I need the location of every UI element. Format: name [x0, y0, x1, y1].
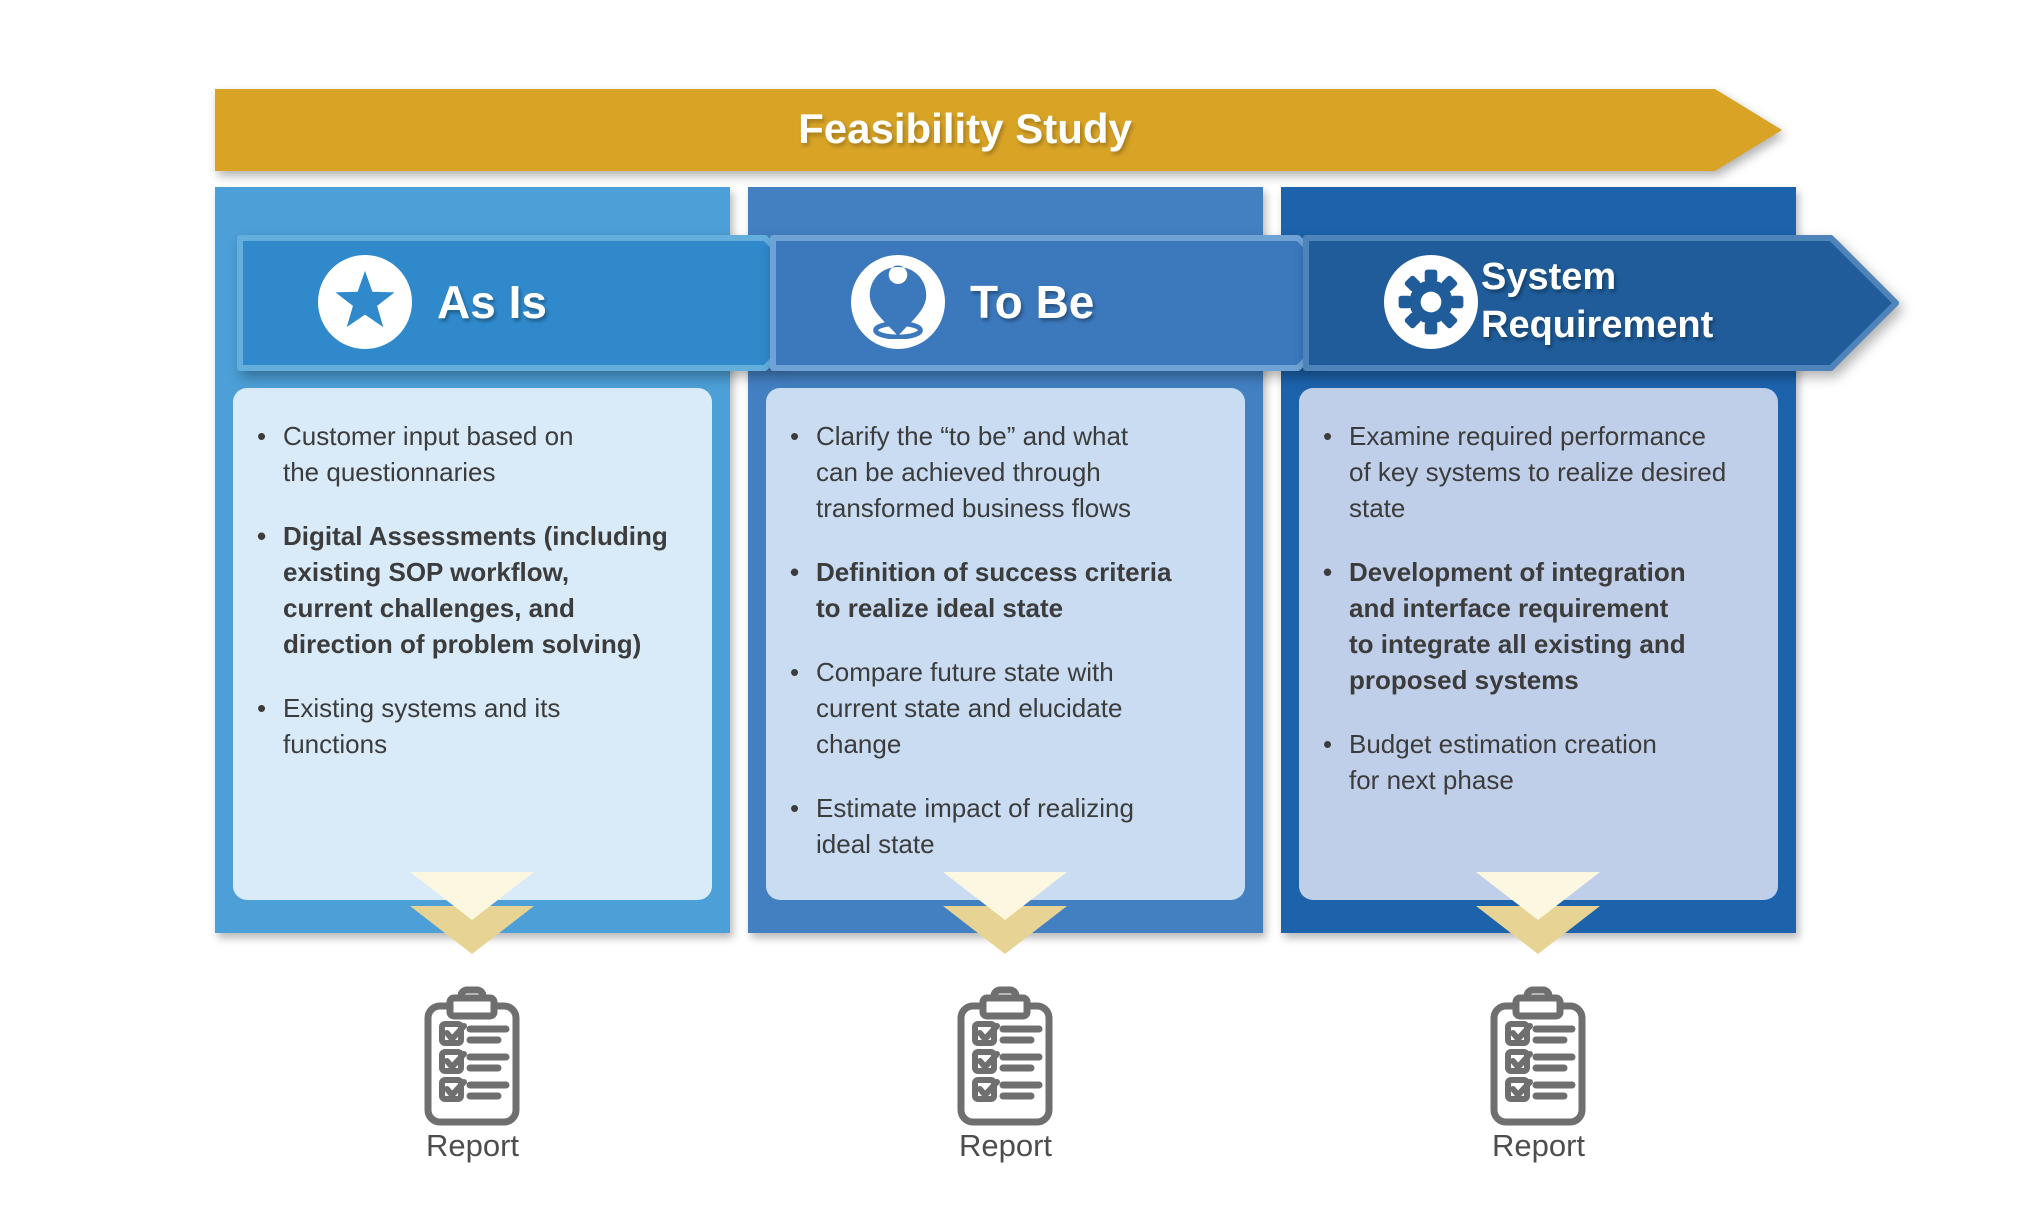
bullet-item: • Existing systems and its functions: [257, 690, 702, 762]
bullet-text: Examine required performance of key syst…: [1349, 421, 1727, 523]
bullet-item: • Clarify the “to be” and what can be ach…: [790, 418, 1235, 526]
pin-glyph: [869, 265, 927, 337]
report-clipboard-icon: [957, 986, 1053, 1126]
bullet-item: • Compare future state with current state…: [790, 654, 1235, 762]
bullet-dot: •: [790, 657, 800, 687]
to-be-content-panel: • Clarify the “to be” and what can be ach…: [766, 388, 1245, 900]
banner-title: Feasibility Study: [798, 105, 1132, 152]
to-be-bullet-list: • Clarify the “to be” and what can be ach…: [766, 388, 1245, 862]
bullet-text: Definition of success criteria to realiz…: [816, 557, 1172, 623]
bullet-item: • Examine required performance of key sys…: [1323, 418, 1768, 526]
bullet-text: Development of integration and interface…: [1349, 557, 1686, 695]
chevron-light-triangle: [410, 872, 534, 920]
system-requirement-report-label: Report: [1491, 1128, 1586, 1163]
to-be-icon-circle: [851, 255, 945, 349]
bullet-dot: •: [257, 421, 267, 451]
bullet-dot: •: [790, 421, 800, 451]
bullet-item: • Budget estimation creation for next pha…: [1323, 726, 1768, 798]
bullet-dot: •: [790, 557, 800, 587]
system-requirement-icon-circle: [1384, 255, 1478, 349]
bullet-text: Digital Assessments (including existing …: [283, 521, 668, 659]
as-is-bullet-list: • Customer input based on the questionnar…: [233, 388, 712, 762]
phase-column-as-is: As Is • Customer input based on the quest…: [215, 0, 833, 1217]
star-glyph: [335, 270, 395, 328]
clipboard-glyph: [424, 986, 520, 1126]
to-be-report-label: Report: [958, 1128, 1053, 1163]
to-be-title: To Be: [970, 276, 1095, 328]
banner-arrow-shape: [215, 89, 1782, 171]
location-pin-icon: [869, 265, 927, 339]
bullet-text: Customer input based on the questionnari…: [283, 421, 574, 487]
system-requirement-title: System Requirement: [1481, 256, 1714, 346]
system-requirement-content-panel: • Examine required performance of key sys…: [1299, 388, 1778, 900]
bullet-text: Estimate impact of realizing ideal state: [816, 793, 1134, 859]
bullet-dot: •: [790, 793, 800, 823]
clipboard-glyph: [957, 986, 1053, 1126]
phase-column-to-be: To Be • Clarify the “to be” and what can …: [748, 0, 1366, 1217]
star-icon: [335, 270, 395, 328]
bullet-dot: •: [1323, 421, 1333, 451]
chevron-dark-triangle: [1476, 906, 1600, 954]
as-is-icon-circle: [318, 255, 412, 349]
chevron-light-triangle: [943, 872, 1067, 920]
as-is-report-label: Report: [425, 1128, 520, 1163]
bullet-text: Budget estimation creation for next phas…: [1349, 729, 1657, 795]
bullet-item: • Definition of success criteria to reali…: [790, 554, 1235, 626]
phase-column-system-requirement: System Requirement • Examine required per…: [1281, 0, 1899, 1217]
down-chevron-icon: [1476, 872, 1600, 954]
report-clipboard-icon: [424, 986, 520, 1126]
clipboard-glyph: [1490, 986, 1586, 1126]
bullet-dot: •: [257, 521, 267, 551]
chevron-dark-triangle: [410, 906, 534, 954]
chevron-light-triangle: [1476, 872, 1600, 920]
down-chevron-icon: [410, 872, 534, 954]
bullet-dot: •: [1323, 729, 1333, 759]
chevron-dark-triangle: [943, 906, 1067, 954]
gear-icon: [1398, 269, 1464, 335]
bullet-item: • Estimate impact of realizing ideal stat…: [790, 790, 1235, 862]
system-requirement-bullet-list: • Examine required performance of key sys…: [1299, 388, 1778, 798]
bullet-text: Existing systems and its functions: [283, 693, 561, 759]
as-is-content-panel: • Customer input based on the questionnar…: [233, 388, 712, 900]
gear-center-hole: [1420, 291, 1442, 313]
bullet-item: • Development of integration and interfac…: [1323, 554, 1768, 698]
as-is-title: As Is: [437, 276, 547, 328]
report-clipboard-icon: [1490, 986, 1586, 1126]
down-chevron-icon: [943, 872, 1067, 954]
bullet-dot: •: [1323, 557, 1333, 587]
bullet-item: • Customer input based on the questionnar…: [257, 418, 702, 490]
feasibility-banner-arrow: [215, 89, 1782, 171]
bullet-dot: •: [257, 693, 267, 723]
bullet-text: Compare future state with current state …: [816, 657, 1123, 759]
bullet-text: Clarify the “to be” and what can be achi…: [816, 421, 1132, 523]
bullet-item: • Digital Assessments (including existing…: [257, 518, 702, 662]
